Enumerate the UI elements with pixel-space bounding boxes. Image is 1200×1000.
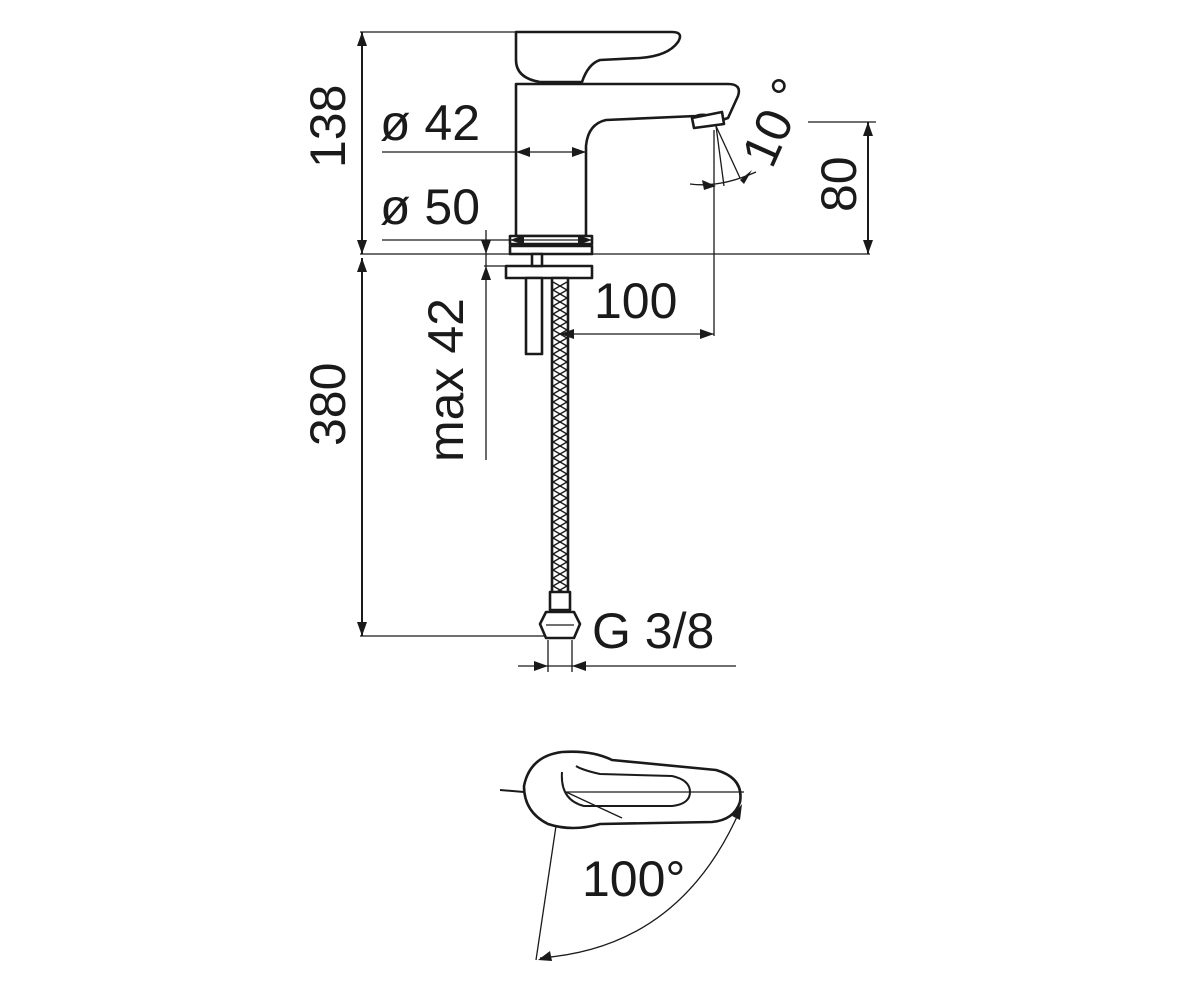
hose-braid bbox=[552, 281, 568, 595]
rod-nut bbox=[530, 252, 544, 268]
dim-height-total: 138 bbox=[300, 85, 356, 168]
dim-thread: G 3/8 bbox=[592, 603, 714, 659]
faucet-side-view bbox=[504, 30, 741, 640]
base-ring-bottom bbox=[508, 244, 594, 256]
dim-rotation: 100° bbox=[582, 851, 685, 907]
dim-hose-length: 380 bbox=[300, 363, 356, 446]
dim-max-thickness: max 42 bbox=[418, 298, 474, 462]
dim-tilt-angle: 10 ° bbox=[731, 70, 819, 175]
mounting-plate bbox=[504, 264, 594, 280]
faucet-aerator bbox=[690, 110, 726, 130]
faucet-body bbox=[514, 82, 741, 238]
dim-reach: 100 bbox=[594, 273, 677, 329]
faucet-lever bbox=[514, 30, 682, 84]
threaded-rod bbox=[524, 276, 544, 356]
top-view-outline bbox=[522, 750, 742, 830]
dimension-lines bbox=[357, 31, 876, 672]
faucet-top-view bbox=[499, 750, 744, 961]
dim-diameter-42: ø 42 bbox=[380, 95, 480, 151]
dim-spout-height: 80 bbox=[811, 156, 867, 212]
dim-diameter-50: ø 50 bbox=[380, 179, 480, 235]
hose-fitting bbox=[548, 590, 572, 612]
lever-stub bbox=[499, 789, 525, 793]
